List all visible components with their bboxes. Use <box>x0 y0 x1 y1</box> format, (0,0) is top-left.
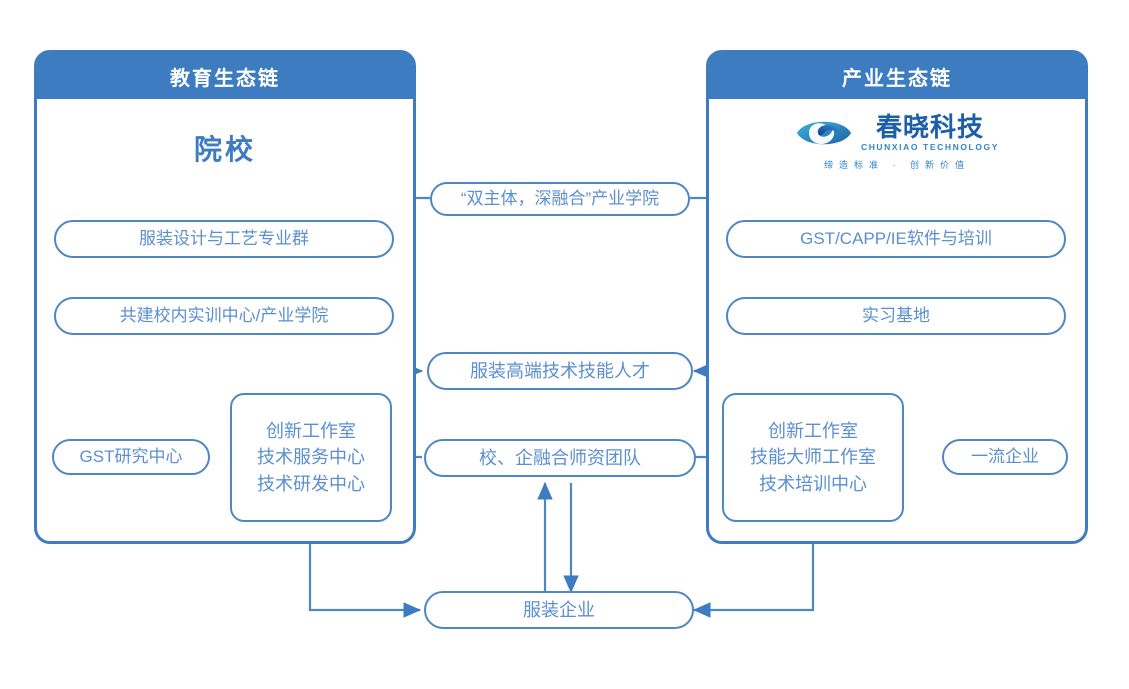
section-title-schools: 院校 <box>193 134 256 165</box>
node-left-innovation-line-3: 技术研发中心 <box>257 473 365 494</box>
node-apparel-enterprise[interactable]: 服装企业 <box>424 591 694 629</box>
node-right-innovation-line-2: 技能大师工作室 <box>750 447 876 468</box>
logo-name-cn: 春晓科技 <box>875 112 984 143</box>
node-high-end-talent-label: 服装高端技术技能人才 <box>470 360 650 381</box>
node-joint-faculty-team[interactable]: 校、企融合师资团队 <box>424 439 696 477</box>
node-internship-base[interactable]: 实习基地 <box>726 297 1066 335</box>
node-left-innovation-centers[interactable]: 创新工作室 技术服务中心 技术研发中心 <box>230 393 392 522</box>
chunxiao-logo: 春晓科技 CHUNXIAO TECHNOLOGY 缔造标准 · 创新价值 <box>706 114 1088 171</box>
panel-education-header: 教育生态链 <box>37 53 413 99</box>
node-campus-training-center-label: 共建校内实训中心/产业学院 <box>119 305 329 325</box>
node-left-innovation-line-1: 创新工作室 <box>266 421 356 442</box>
node-internship-base-label: 实习基地 <box>862 305 930 325</box>
node-left-innovation-line-2: 技术服务中心 <box>257 447 365 468</box>
node-right-innovation-line-3: 技术培训中心 <box>759 473 867 494</box>
node-gst-research-center-label: GST研究中心 <box>79 446 183 466</box>
node-right-innovation-line-1: 创新工作室 <box>768 421 858 442</box>
node-campus-training-center[interactable]: 共建校内实训中心/产业学院 <box>54 297 394 335</box>
logo-name-en: CHUNXIAO TECHNOLOGY <box>860 142 1000 153</box>
node-right-innovation-centers[interactable]: 创新工作室 技能大师工作室 技术培训中心 <box>722 393 904 522</box>
node-top-tier-enterprise[interactable]: 一流企业 <box>942 439 1068 475</box>
node-gst-capp-ie-software-label: GST/CAPP/IE软件与培训 <box>800 228 992 248</box>
node-industry-college[interactable]: “双主体，深融合”产业学院 <box>430 182 690 216</box>
node-apparel-enterprise-label: 服装企业 <box>523 599 595 620</box>
panel-industry-header: 产业生态链 <box>709 53 1085 99</box>
logo-tagline: 缔造标准 · 创新价值 <box>824 160 970 170</box>
node-gst-capp-ie-software[interactable]: GST/CAPP/IE软件与培训 <box>726 220 1066 258</box>
panel-industry-title: 产业生态链 <box>842 67 952 90</box>
node-joint-faculty-team-label: 校、企融合师资团队 <box>479 447 641 468</box>
node-high-end-talent[interactable]: 服装高端技术技能人才 <box>427 352 693 390</box>
node-top-tier-enterprise-label: 一流企业 <box>971 446 1039 466</box>
panel-education-title: 教育生态链 <box>170 67 280 90</box>
node-apparel-design-major[interactable]: 服装设计与工艺专业群 <box>54 220 394 258</box>
node-apparel-design-major-label: 服装设计与工艺专业群 <box>139 228 309 248</box>
node-industry-college-label: “双主体，深融合”产业学院 <box>460 188 660 208</box>
node-gst-research-center[interactable]: GST研究中心 <box>52 439 210 475</box>
chunxiao-eye-icon <box>796 121 851 145</box>
